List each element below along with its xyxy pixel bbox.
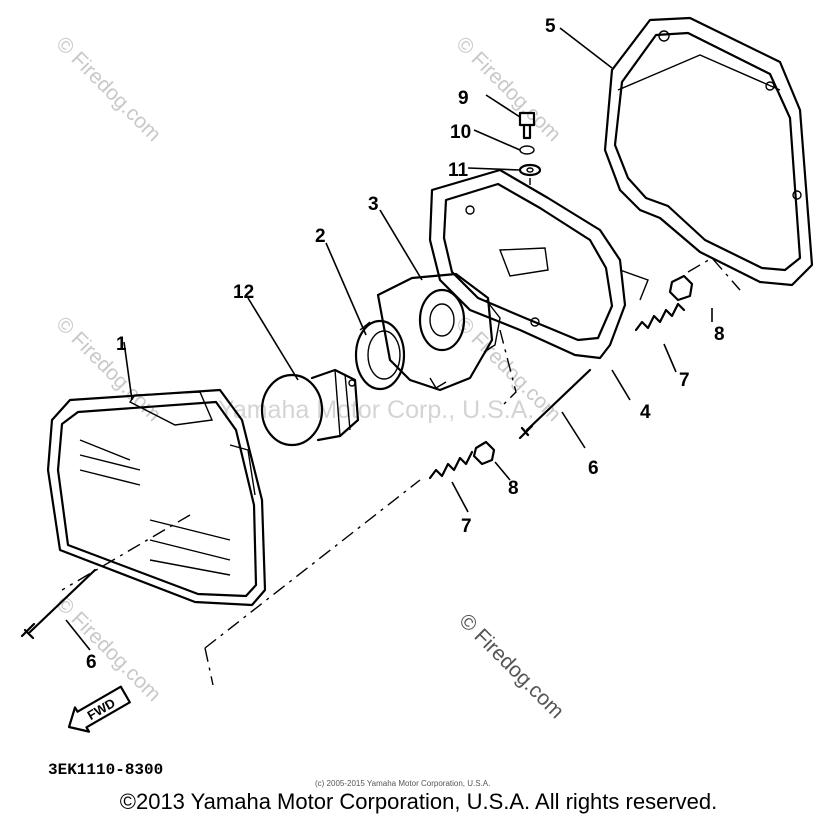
leader-lines [65,27,713,651]
part-1-headlight-unit [46,388,267,607]
part-8-nut-lower [472,440,496,466]
part-10-washer [519,145,535,155]
part-9-screw [518,111,536,140]
part-7-spring-lower [428,450,474,480]
callout-4: 4 [640,402,651,423]
assembly-lines [61,178,741,686]
part-8-nut-upper [668,274,694,302]
part-11-washer [518,163,542,177]
diagram-code: 3EK1110-8300 [48,761,163,779]
callout-8-lower: 8 [508,478,519,499]
watermark-low-left: © Firedog.com [51,592,165,706]
callout-7-lower: 7 [461,516,472,537]
small-copyright: (c) 2005-2015 Yamaha Motor Corporation, … [315,779,490,788]
callout-2: 2 [315,226,326,247]
fwd-arrow: FWD [67,685,131,733]
callout-8-upper: 8 [714,324,725,345]
callout-12: 12 [233,282,254,303]
part-5-rim [603,16,814,287]
callout-numbers: 5 9 10 11 3 2 12 1 8 7 4 6 8 7 6 [86,16,725,673]
callout-5: 5 [545,16,556,37]
callout-9: 9 [458,88,469,109]
part-6-bolt-lower [20,568,97,640]
callout-6-lower: 6 [86,652,97,673]
part-12-bulb [260,368,360,447]
footer-copyright: ©2013 Yamaha Motor Corporation, U.S.A. A… [119,789,718,814]
watermark-bottom-right: © Firedog.com [454,609,568,723]
callout-11: 11 [448,160,469,181]
part-3-socket [376,272,501,392]
callout-3: 3 [368,194,379,215]
part-4-housing [428,168,649,360]
watermark-top-left: © Firedog.com [51,32,165,146]
callout-1: 1 [116,334,127,355]
part-6-bolt-upper [518,368,592,440]
callout-6-upper: 6 [588,458,599,479]
part-7-spring-upper [634,302,686,332]
watermark-center-text: Yamaha Motor Corp., U.S.A. [218,396,534,424]
part-2-ring [354,319,406,391]
callout-10: 10 [450,122,471,143]
callout-7-upper: 7 [679,370,690,391]
